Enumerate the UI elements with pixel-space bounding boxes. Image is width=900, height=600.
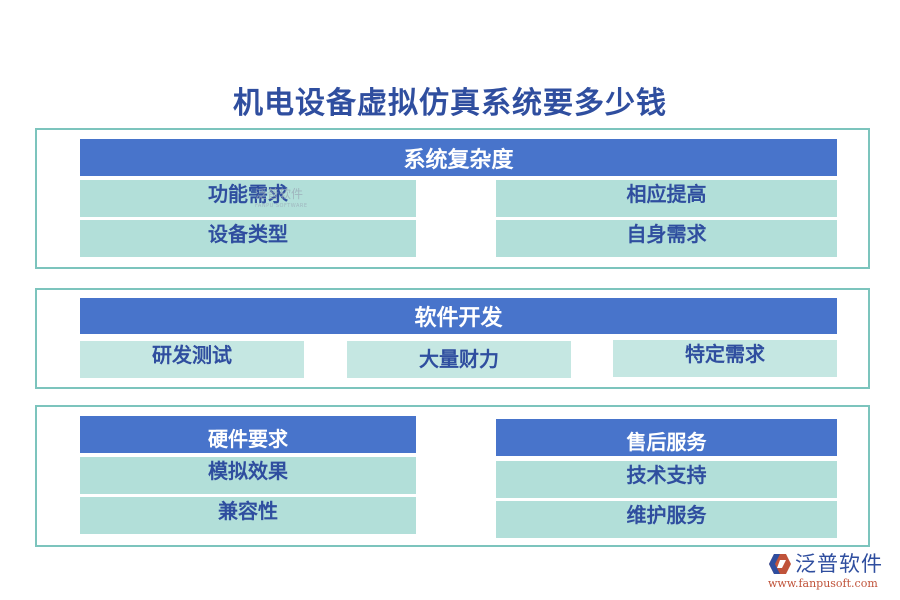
watermark-text: 泛普软件	[255, 187, 304, 201]
cell-compatibility: 兼容性	[80, 497, 416, 534]
cell-device-type: 设备类型	[80, 220, 416, 257]
header-software-development: 软件开发	[80, 298, 837, 334]
cell-function-requirements: 功能需求	[80, 180, 416, 217]
fanpu-logo-icon	[768, 553, 792, 575]
cell-simulation-effect: 模拟效果	[80, 457, 416, 494]
watermark: 泛普软件 FANPU SOFTWARE	[255, 188, 308, 212]
logo-name: 泛普软件	[795, 552, 883, 576]
cell-specific-needs: 特定需求	[613, 340, 837, 377]
cell-technical-support: 技术支持	[496, 461, 837, 498]
cell-rd-testing: 研发测试	[80, 341, 304, 378]
logo-url: www.fanpusoft.com	[768, 577, 878, 590]
header-after-sales-service: 售后服务	[496, 419, 837, 456]
page-title: 机电设备虚拟仿真系统要多少钱	[233, 86, 667, 121]
header-system-complexity: 系统复杂度	[80, 139, 837, 176]
cell-correspondingly-higher: 相应提高	[496, 180, 837, 217]
cell-maintenance-service: 维护服务	[496, 501, 837, 538]
cell-large-funds: 大量财力	[347, 341, 571, 378]
cell-own-needs: 自身需求	[496, 220, 837, 257]
fanpu-logo: 泛普软件 www.fanpusoft.com	[768, 552, 896, 596]
header-hardware-requirements: 硬件要求	[80, 416, 416, 453]
watermark-sub: FANPU SOFTWARE	[255, 203, 308, 209]
